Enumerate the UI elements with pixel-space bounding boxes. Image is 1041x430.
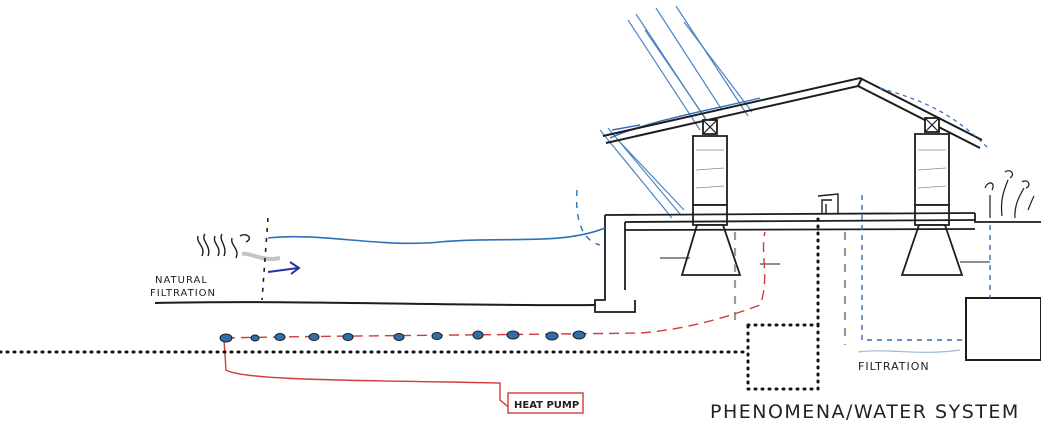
water-surface — [268, 228, 605, 243]
natural-filtration-label-2: FILTRATION — [150, 288, 216, 299]
storage-tank — [966, 298, 1041, 360]
ground-loop-dots — [220, 331, 585, 342]
water-flow-dashed — [577, 190, 600, 245]
flow-arrow — [268, 262, 299, 274]
filtration-flow — [858, 350, 960, 352]
left-tower — [682, 120, 740, 275]
right-tower — [902, 118, 962, 275]
rain-streaks — [600, 6, 752, 218]
filtration-label: FILTRATION — [858, 360, 930, 373]
natural-filtration-plants — [198, 234, 250, 258]
heat-pump-label: HEAT PUMP — [514, 400, 579, 411]
plants — [985, 171, 1034, 218]
filter-smudge — [242, 254, 280, 259]
vent — [818, 194, 838, 214]
diagram-caption: PHENOMENA/WATER SYSTEM — [710, 401, 1020, 423]
natural-filtration-label-1: NATURAL — [155, 275, 208, 286]
filter-columns — [735, 232, 845, 345]
water-bottom — [155, 302, 595, 305]
heat-pump-pipe — [224, 232, 765, 413]
